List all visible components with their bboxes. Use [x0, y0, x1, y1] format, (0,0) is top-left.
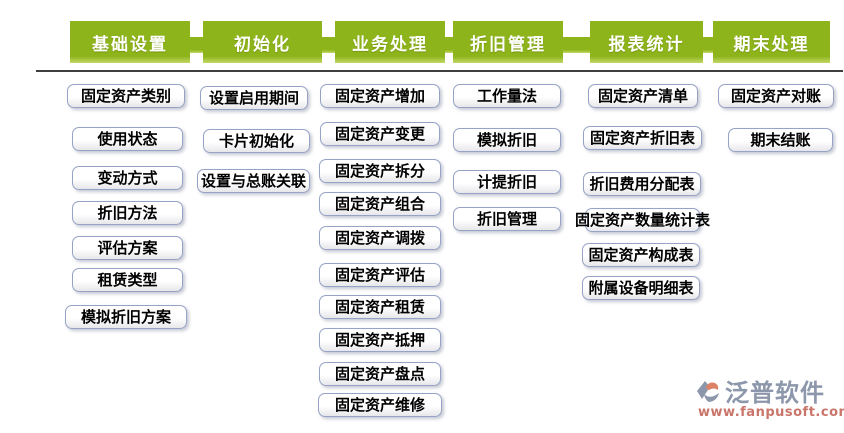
- logo-coral-swoosh: [706, 382, 719, 390]
- tab-connector: [703, 37, 713, 53]
- node-initialization: 设置启用期间: [200, 86, 308, 110]
- node-period-end: 期末结账: [728, 128, 833, 152]
- node-label: 计提折旧: [476, 172, 537, 191]
- tab-depreciation-management: 折旧管理: [453, 21, 563, 63]
- tab-basic-settings: 基础设置: [70, 21, 190, 63]
- node-label: 设置启用期间: [208, 88, 299, 107]
- node-business-processing: 固定资产变更: [320, 122, 440, 146]
- tab-initialization: 初始化: [203, 21, 322, 63]
- node-label: 固定资产租赁: [334, 297, 425, 316]
- tab-business-processing: 业务处理: [335, 21, 445, 63]
- node-label: 折旧方法: [97, 203, 158, 222]
- node-label: 固定资产类别: [80, 86, 171, 105]
- tab-connector: [563, 37, 590, 53]
- node-depreciation-management: 工作量法: [453, 84, 561, 108]
- node-label: 固定资产评估: [334, 265, 425, 284]
- node-business-processing: 固定资产抵押: [319, 328, 441, 352]
- node-label: 模拟折旧: [476, 130, 537, 149]
- tab-connector: [322, 37, 335, 53]
- node-label: 固定资产调拨: [334, 228, 425, 247]
- node-label: 固定资产拆分: [334, 161, 425, 180]
- node-basic-settings: 折旧方法: [72, 201, 183, 225]
- node-label: 期末结账: [750, 130, 811, 149]
- node-label: 固定资产增加: [334, 86, 425, 105]
- node-depreciation-management: 折旧管理: [453, 207, 561, 231]
- node-business-processing: 固定资产组合: [319, 192, 441, 216]
- node-depreciation-management: 计提折旧: [453, 170, 561, 194]
- node-basic-settings: 评估方案: [72, 236, 183, 260]
- node-label: 固定资产构成表: [588, 245, 694, 264]
- logo-gray-swoosh: [704, 393, 719, 402]
- node-business-processing: 固定资产维修: [318, 393, 442, 417]
- node-business-processing: 固定资产调拨: [319, 226, 441, 250]
- node-initialization: 设置与总账关联: [197, 169, 310, 193]
- node-label: 固定资产变更: [334, 124, 425, 143]
- tab-report-statistics: 报表统计: [590, 21, 703, 63]
- node-label: 使用状态: [97, 129, 158, 148]
- node-business-processing: 固定资产拆分: [319, 159, 441, 183]
- node-label: 变动方式: [97, 168, 158, 187]
- node-label: 固定资产清单: [597, 86, 688, 105]
- node-label: 模拟折旧方案: [80, 307, 171, 326]
- brand-url: www.fanpusoft.com: [698, 405, 844, 420]
- node-label: 固定资产组合: [334, 194, 425, 213]
- node-label: 固定资产对账: [730, 86, 821, 105]
- brand-row: 泛普软件: [696, 380, 841, 405]
- fanpu-logo-icon: [696, 380, 723, 405]
- node-label: 固定资产抵押: [334, 330, 425, 349]
- node-basic-settings: 模拟折旧方案: [65, 305, 187, 329]
- node-report-statistics: 固定资产清单: [588, 84, 698, 108]
- node-basic-settings: 固定资产类别: [67, 84, 185, 108]
- tab-connector: [445, 37, 453, 53]
- node-basic-settings: 使用状态: [72, 127, 183, 151]
- node-report-statistics: 折旧费用分配表: [583, 172, 701, 196]
- node-report-statistics: 固定资产构成表: [582, 243, 700, 267]
- node-basic-settings: 变动方式: [72, 166, 183, 190]
- node-basic-settings: 租赁类型: [72, 268, 183, 292]
- node-report-statistics: 固定资产数量统计表: [575, 208, 710, 232]
- node-label: 固定资产数量统计表: [575, 210, 711, 229]
- node-label: 折旧管理: [476, 209, 537, 228]
- node-business-processing: 固定资产租赁: [319, 295, 441, 319]
- tab-period-end: 期末处理: [713, 21, 830, 63]
- brand-name: 泛普软件: [725, 378, 825, 407]
- node-label: 评估方案: [97, 238, 158, 257]
- node-label: 固定资产维修: [334, 395, 425, 414]
- header-separator-line: [36, 70, 843, 72]
- node-label: 固定资产折旧表: [589, 128, 695, 147]
- node-report-statistics: 固定资产折旧表: [583, 126, 702, 150]
- node-initialization: 卡片初始化: [203, 129, 310, 153]
- node-report-statistics: 附属设备明细表: [582, 276, 700, 300]
- node-label: 卡片初始化: [218, 131, 294, 150]
- node-label: 工作量法: [476, 86, 537, 105]
- node-business-processing: 固定资产盘点: [319, 362, 441, 386]
- tab-connector: [190, 37, 203, 53]
- node-label: 固定资产盘点: [334, 364, 425, 383]
- node-depreciation-management: 模拟折旧: [453, 128, 561, 152]
- node-label: 附属设备明细表: [588, 278, 694, 297]
- node-business-processing: 固定资产评估: [319, 263, 441, 287]
- node-period-end: 固定资产对账: [718, 84, 834, 108]
- node-label: 租赁类型: [97, 270, 158, 289]
- node-business-processing: 固定资产增加: [320, 84, 440, 108]
- logo-diamond-shape: [697, 381, 710, 399]
- brand-watermark: 泛普软件 www.fanpusoft.com: [696, 380, 844, 428]
- node-label: 设置与总账关联: [200, 171, 306, 190]
- node-label: 折旧费用分配表: [589, 174, 695, 193]
